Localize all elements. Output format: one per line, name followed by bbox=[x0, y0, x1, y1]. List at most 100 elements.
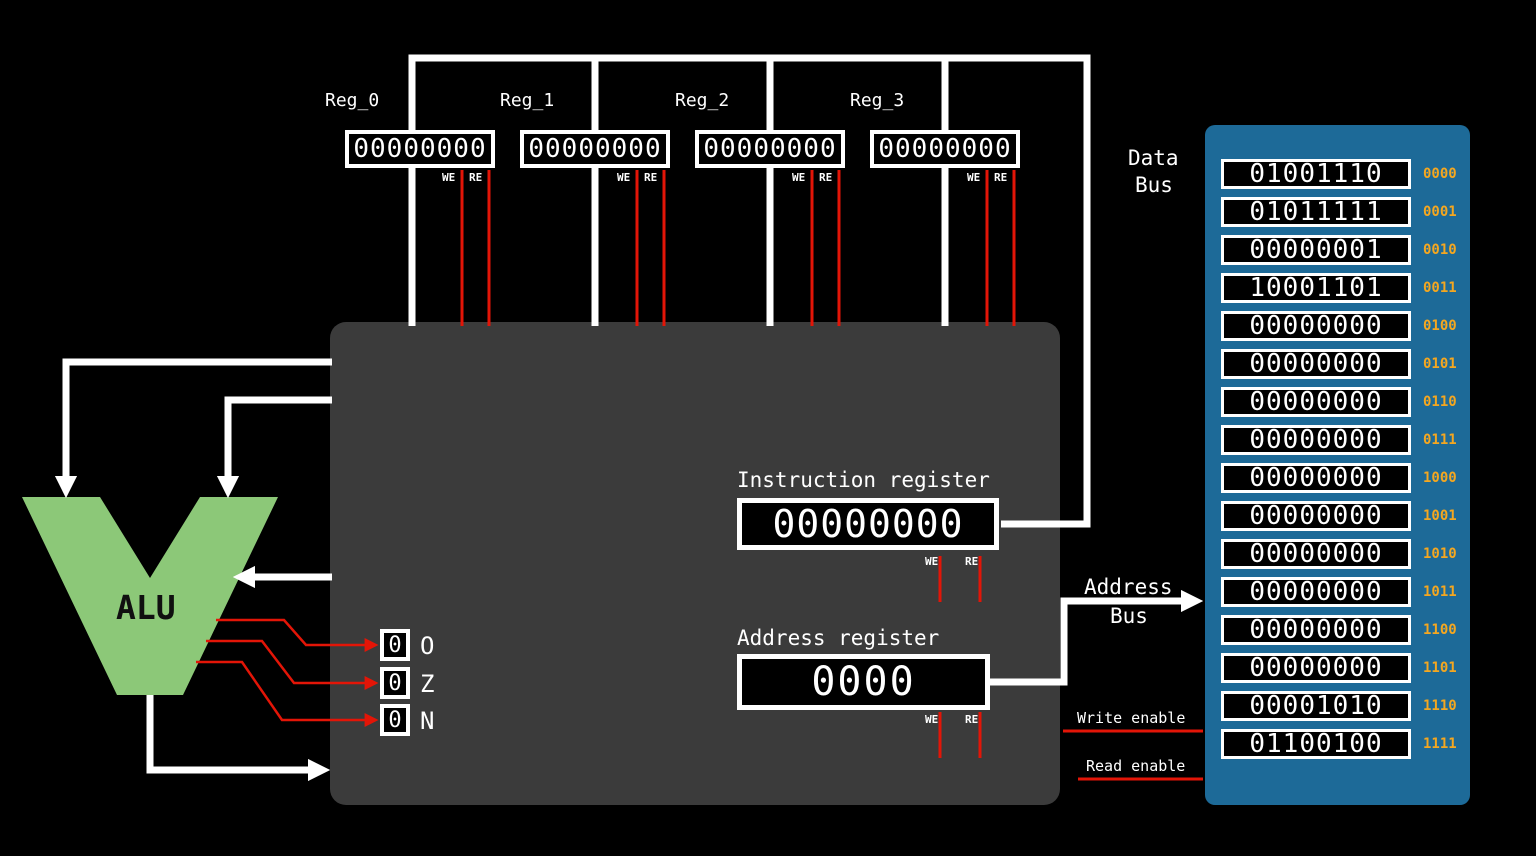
instruction-register-label: Instruction register bbox=[737, 468, 990, 492]
read-enable-label: Read enable bbox=[1086, 757, 1186, 775]
memory-address-label: 0011 bbox=[1423, 280, 1457, 296]
address-bus-label-line1: Address bbox=[1084, 575, 1173, 599]
memory-cell-value: 00000000 bbox=[1249, 577, 1383, 607]
memory-address-label: 1001 bbox=[1423, 508, 1457, 524]
register-box-reg3: 00000000 bbox=[870, 130, 1020, 168]
register-box-reg0: 00000000 bbox=[345, 130, 495, 168]
memory-row: 00001010 1110 bbox=[1221, 691, 1457, 721]
memory-cell: 00000000 bbox=[1221, 349, 1411, 379]
memory-cell-value: 00000000 bbox=[1249, 501, 1383, 531]
memory-cell-value: 10001101 bbox=[1249, 273, 1383, 303]
memory-address-label: 0101 bbox=[1423, 356, 1457, 372]
memory-cell-value: 00000000 bbox=[1249, 349, 1383, 379]
alu-input-b-arrow bbox=[216, 396, 332, 499]
memory-row: 01100100 1111 bbox=[1221, 729, 1457, 759]
instruction-register-value: 00000000 bbox=[772, 502, 964, 546]
register-we-re-wires bbox=[460, 170, 1016, 326]
memory-address-label: 1000 bbox=[1423, 470, 1457, 486]
memory-cell: 00000000 bbox=[1221, 463, 1411, 493]
memory-row: 00000000 1000 bbox=[1221, 463, 1457, 493]
memory-address-label: 1011 bbox=[1423, 584, 1457, 600]
memory-cell-value: 00000000 bbox=[1249, 615, 1383, 645]
ir-we-label: WE bbox=[925, 555, 939, 568]
memory-address-label: 1100 bbox=[1423, 622, 1457, 638]
memory-row: 00000000 0110 bbox=[1221, 387, 1457, 417]
flag-o-value: 0 bbox=[388, 632, 402, 658]
memory-row: 00000000 1101 bbox=[1221, 653, 1457, 683]
memory-row: 01001110 0000 bbox=[1221, 159, 1457, 189]
memory-cell: 01001110 bbox=[1221, 159, 1411, 189]
register-value-reg2: 00000000 bbox=[703, 134, 837, 164]
flag-n-label: N bbox=[420, 707, 435, 735]
address-bus-label-line2: Bus bbox=[1110, 604, 1148, 628]
flag-n-box: 0 bbox=[380, 704, 410, 736]
register-box-reg1: 00000000 bbox=[520, 130, 670, 168]
memory-cell: 00000000 bbox=[1221, 615, 1411, 645]
memory-cell: 01100100 bbox=[1221, 729, 1411, 759]
memory-row: 00000000 1100 bbox=[1221, 615, 1457, 645]
address-register-label: Address register bbox=[737, 626, 940, 650]
register-box-reg2: 00000000 bbox=[695, 130, 845, 168]
flag-o-label: O bbox=[420, 632, 435, 660]
control-unit-panel bbox=[330, 322, 1060, 805]
memory-address-label: 1010 bbox=[1423, 546, 1457, 562]
register-label-reg0: Reg_0 bbox=[325, 90, 380, 111]
memory-cell: 00000000 bbox=[1221, 577, 1411, 607]
memory-cell: 00000000 bbox=[1221, 425, 1411, 455]
address-register-value: 0000 bbox=[811, 659, 916, 705]
memory-row: 00000000 0101 bbox=[1221, 349, 1457, 379]
memory-cell-value: 01011111 bbox=[1249, 197, 1383, 227]
memory-cell: 00001010 bbox=[1221, 691, 1411, 721]
register-label-reg3: Reg_3 bbox=[850, 90, 905, 111]
flag-z-value: 0 bbox=[388, 670, 402, 696]
memory-address-label: 0110 bbox=[1423, 394, 1457, 410]
memory-cell: 00000000 bbox=[1221, 501, 1411, 531]
flag-z-label: Z bbox=[420, 670, 435, 698]
reg0-re-label: RE bbox=[469, 171, 483, 184]
data-bus-label-line1: Data bbox=[1128, 146, 1179, 170]
memory-address-label: 1110 bbox=[1423, 698, 1457, 714]
data-bus-label-line2: Bus bbox=[1135, 173, 1173, 197]
memory-cell-value: 01001110 bbox=[1249, 159, 1383, 189]
register-label-reg2: Reg_2 bbox=[675, 90, 730, 111]
memory-cell-value: 00000001 bbox=[1249, 235, 1383, 265]
memory-rows: 01001110 0000 01011111 0001 00000001 001… bbox=[1221, 159, 1457, 759]
register-value-reg1: 00000000 bbox=[528, 134, 662, 164]
memory-cell: 10001101 bbox=[1221, 273, 1411, 303]
reg2-we-label: WE bbox=[792, 171, 806, 184]
write-enable-label: Write enable bbox=[1077, 709, 1186, 727]
memory-cell-value: 00000000 bbox=[1249, 539, 1383, 569]
memory-address-label: 1111 bbox=[1423, 736, 1457, 752]
memory-row: 00000000 1001 bbox=[1221, 501, 1457, 531]
memory-cell-value: 00000000 bbox=[1249, 425, 1383, 455]
memory-cell-value: 00000000 bbox=[1249, 387, 1383, 417]
memory-address-label: 0100 bbox=[1423, 318, 1457, 334]
memory-cell-value: 00000000 bbox=[1249, 463, 1383, 493]
memory-row: 00000000 0111 bbox=[1221, 425, 1457, 455]
register-output-wires bbox=[408, 164, 949, 326]
memory-row: 00000000 1010 bbox=[1221, 539, 1457, 569]
reg0-we-label: WE bbox=[442, 171, 456, 184]
memory-address-label: 0001 bbox=[1423, 204, 1457, 220]
register-value-reg0: 00000000 bbox=[353, 134, 487, 164]
memory-cell-value: 00000000 bbox=[1249, 311, 1383, 341]
ar-we-label: WE bbox=[925, 713, 939, 726]
reg1-re-label: RE bbox=[644, 171, 658, 184]
memory-row: 00000001 0010 bbox=[1221, 235, 1457, 265]
memory-address-label: 0010 bbox=[1423, 242, 1457, 258]
memory-cell: 00000000 bbox=[1221, 387, 1411, 417]
flag-z-box: 0 bbox=[380, 667, 410, 699]
ar-re-label: RE bbox=[965, 713, 979, 726]
memory-cell: 01011111 bbox=[1221, 197, 1411, 227]
alu-output-arrow bbox=[146, 695, 331, 782]
memory-cell: 00000001 bbox=[1221, 235, 1411, 265]
memory-address-label: 1101 bbox=[1423, 660, 1457, 676]
flag-o-box: 0 bbox=[380, 629, 410, 661]
memory-cell-value: 00000000 bbox=[1249, 653, 1383, 683]
reg1-we-label: WE bbox=[617, 171, 631, 184]
memory-row: 01011111 0001 bbox=[1221, 197, 1457, 227]
memory-cell: 00000000 bbox=[1221, 311, 1411, 341]
memory-row: 00000000 0100 bbox=[1221, 311, 1457, 341]
memory-cell-value: 00001010 bbox=[1249, 691, 1383, 721]
